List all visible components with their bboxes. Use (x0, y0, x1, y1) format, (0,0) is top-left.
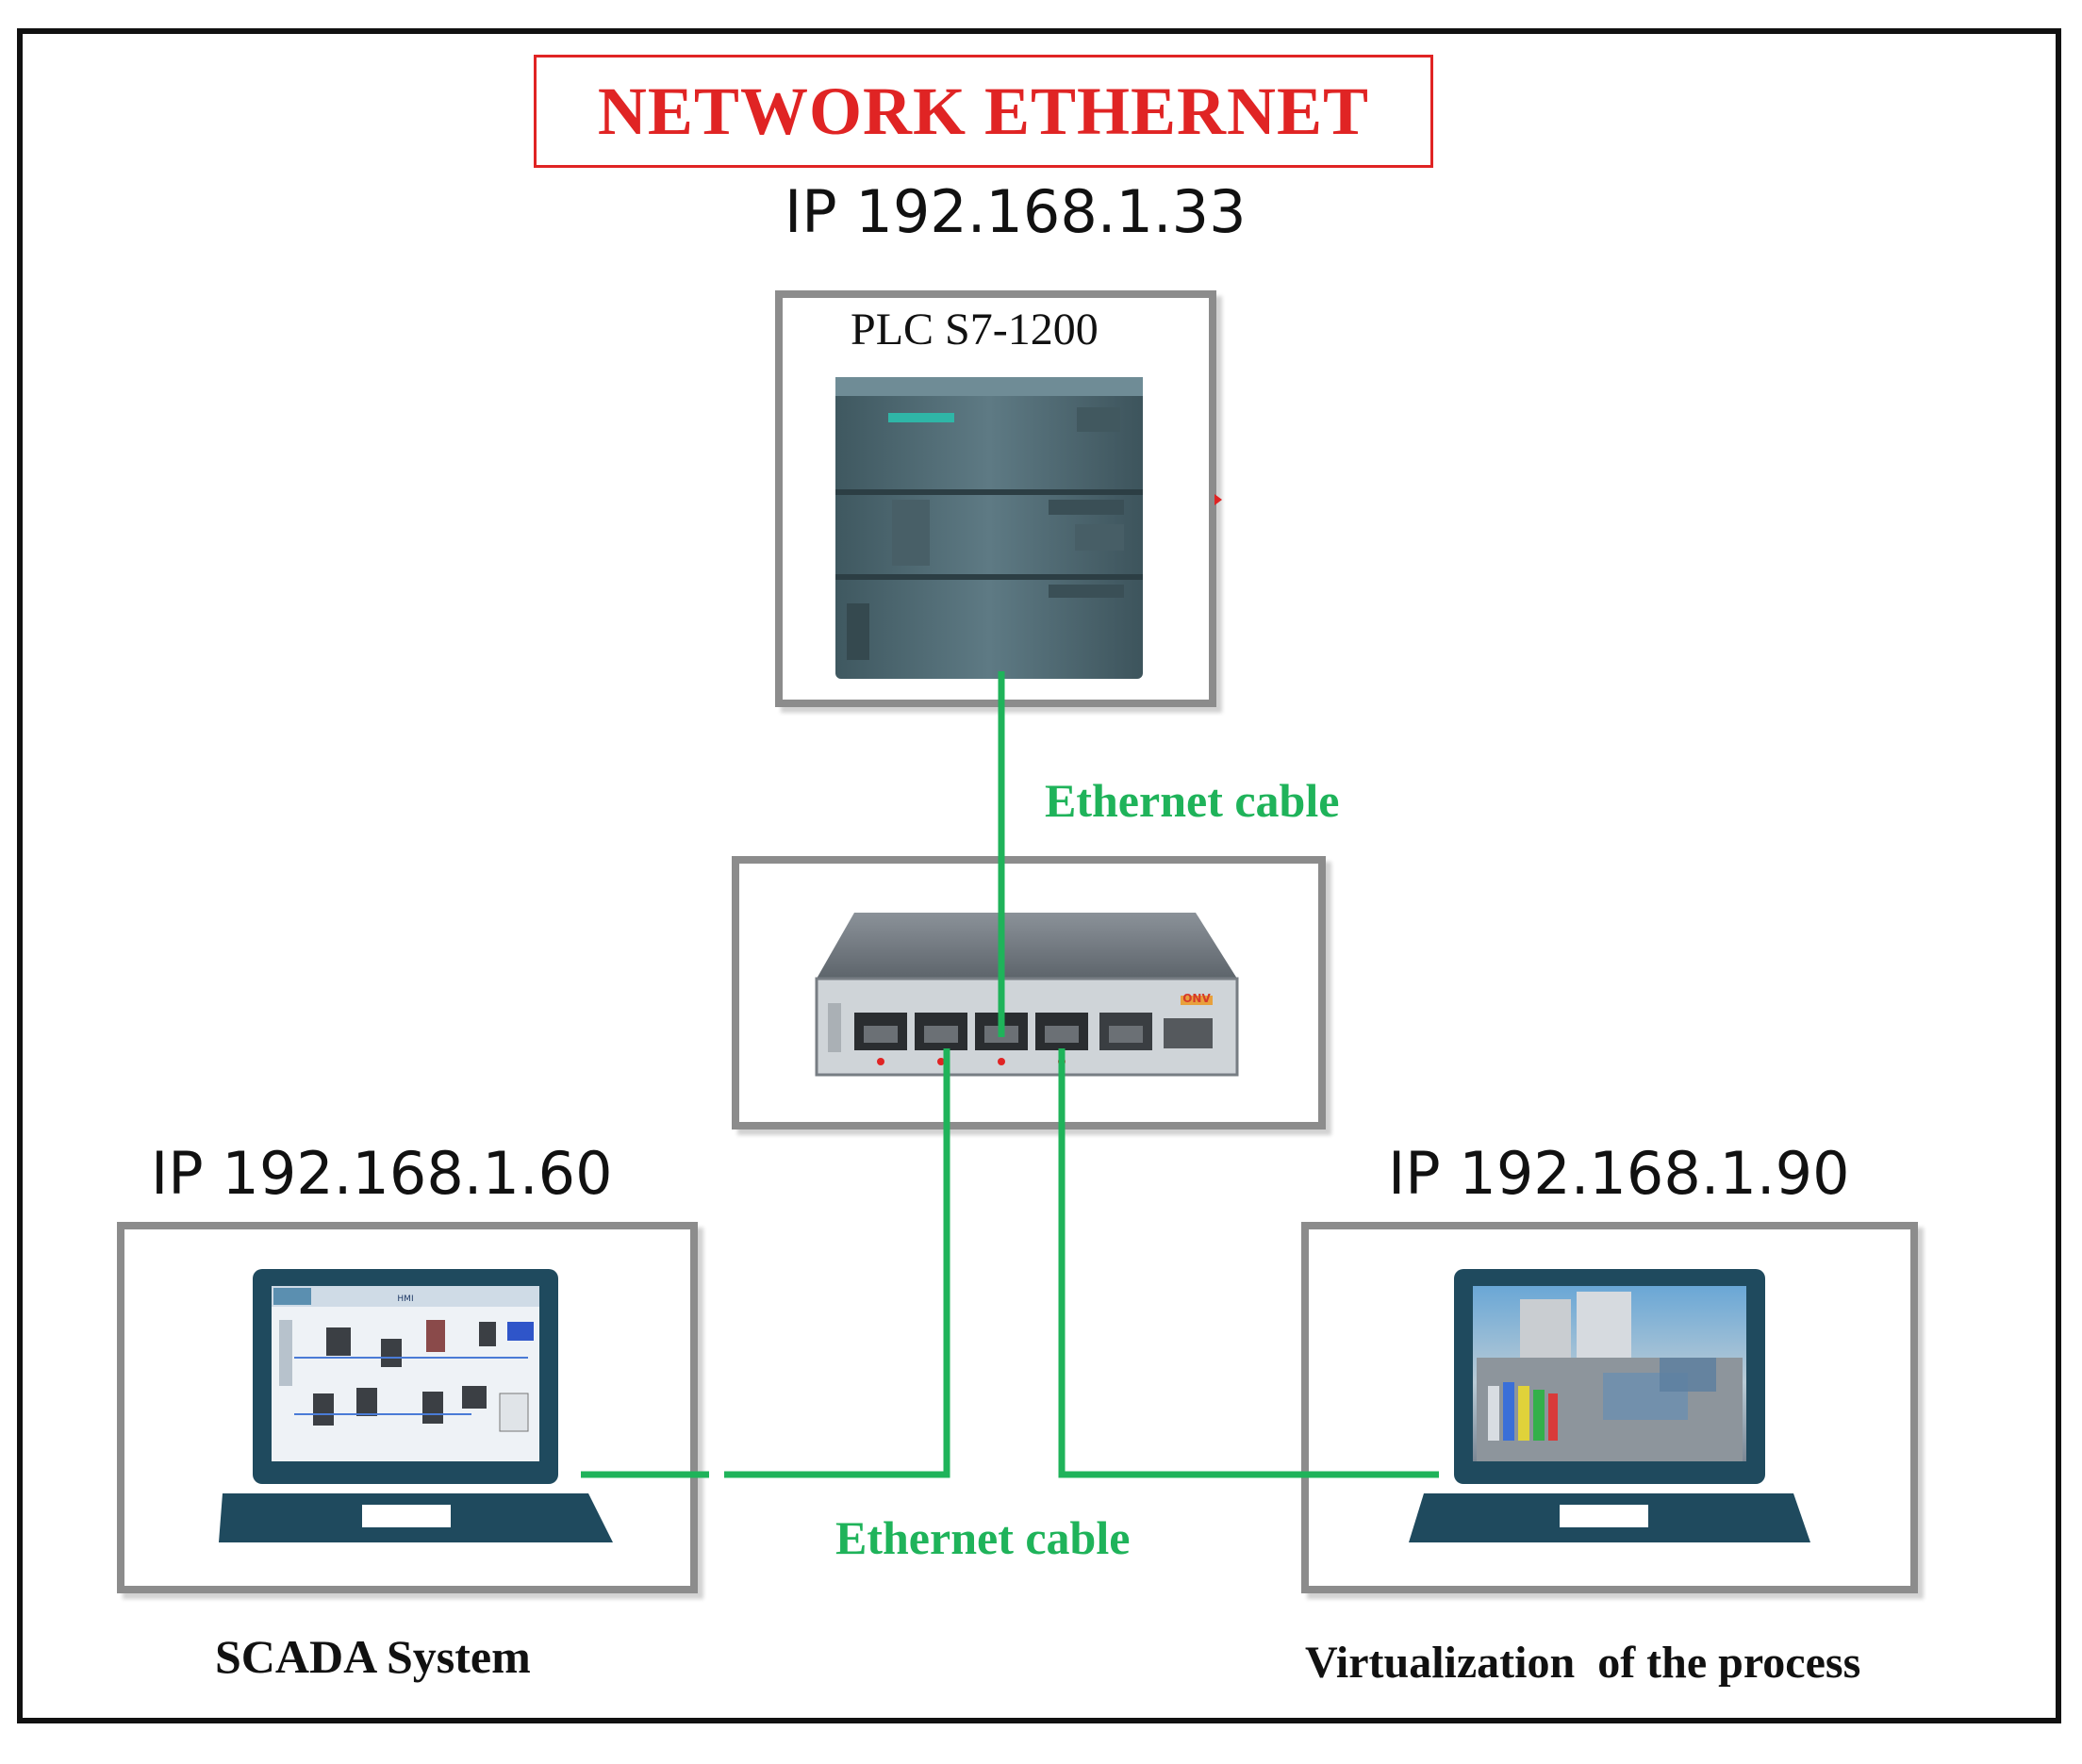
diagram-title: NETWORK ETHERNET (597, 73, 1370, 149)
switch-brand-label: ONV (1182, 992, 1211, 1005)
diagram-frame (17, 28, 2061, 1723)
cable-label-top: Ethernet cable (1045, 774, 1340, 827)
scada-ip-label: IP 192.168.1.60 (151, 1139, 613, 1208)
ethernet-cables (581, 671, 1439, 1478)
cable-gap-mask (709, 1386, 724, 1490)
plc-side-marker (1214, 494, 1222, 505)
virtual-caption: Virtualization of the process (1305, 1638, 1861, 1688)
plc-model-label: PLC S7-1200 (851, 305, 1099, 354)
switch-device-icon (815, 913, 1239, 1077)
plc-device-icon (835, 377, 1143, 679)
cable-switch-to-scada (581, 1048, 950, 1478)
cable-label-bottom: Ethernet cable (835, 1511, 1131, 1564)
virtual-laptop-icon (1409, 1269, 1810, 1542)
scada-caption: SCADA System (215, 1630, 531, 1683)
scada-laptop-icon (219, 1269, 613, 1542)
title-box: NETWORK ETHERNET (534, 55, 1433, 168)
virtual-ip-label: IP 192.168.1.90 (1388, 1139, 1850, 1208)
scada-screen-title: HMI (397, 1294, 413, 1304)
plc-ip-label: IP 192.168.1.33 (785, 177, 1247, 246)
cable-switch-to-virtual (1058, 1048, 1439, 1478)
